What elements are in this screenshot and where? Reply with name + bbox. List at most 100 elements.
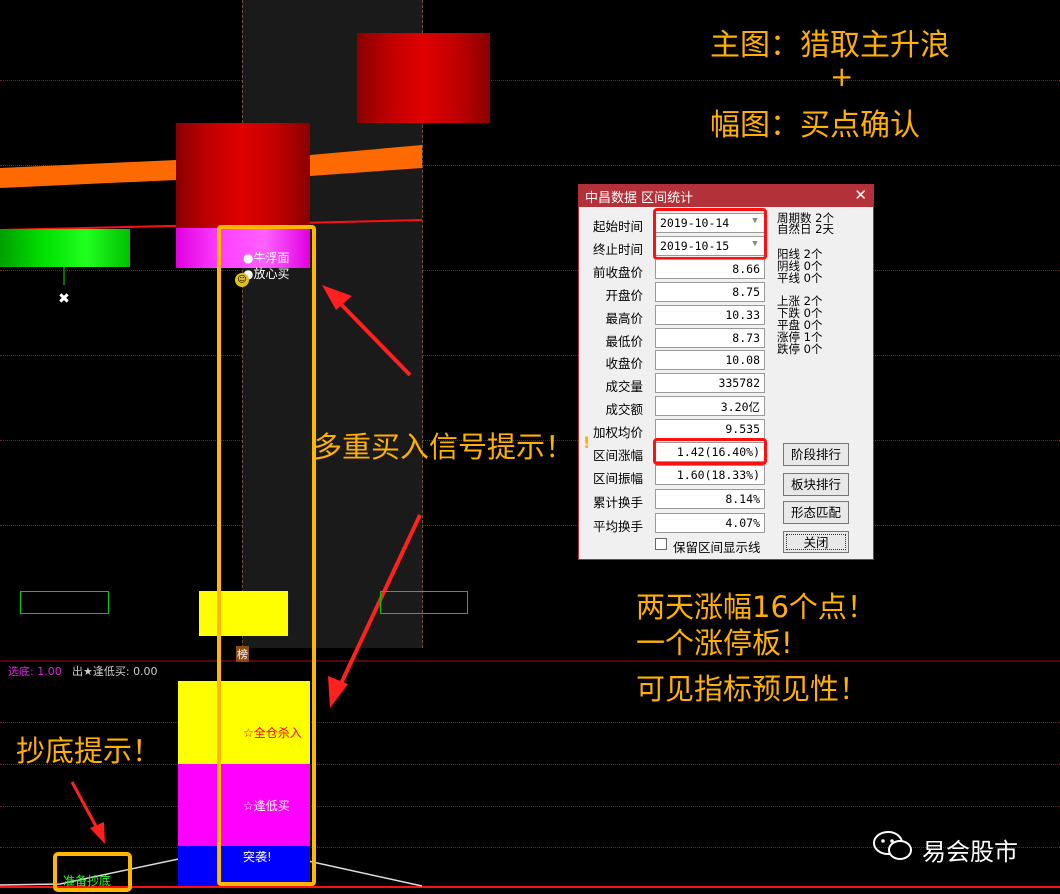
green-outline-box (380, 591, 468, 614)
grid-line (0, 440, 1060, 441)
grid-line (0, 722, 1060, 723)
stat-limit-up: 涨停 1个 (777, 330, 823, 344)
close-icon[interactable]: ✕ (854, 186, 867, 204)
end-date-select[interactable]: 2019-10-15▼ (655, 236, 765, 256)
annotation-gain-1: 两天涨幅16个点！ (636, 590, 876, 624)
start-date-select[interactable]: 2019-10-14▼ (655, 213, 765, 233)
field-value: 1.60(18.33%) (655, 465, 765, 485)
grid-line (0, 847, 1060, 848)
stat-yang: 阳线 2个 (777, 247, 823, 261)
keep-lines-label: 保留区间显示线 (673, 540, 761, 555)
stat-yin: 阴线 0个 (777, 259, 823, 273)
dialog-titlebar[interactable]: 中昌数据 区间统计✕ (579, 185, 873, 207)
field-value: 3.20亿 (655, 396, 765, 416)
stat-natural-days: 自然日 2天 (777, 222, 834, 236)
label-breakout: 突袭! (243, 850, 272, 864)
annotation-plus: + (830, 60, 854, 93)
indicator-line (0, 845, 423, 887)
grid-line (0, 355, 1060, 356)
field-value: 10.33 (655, 305, 765, 325)
magenta-bar (176, 228, 310, 268)
interval-stats-dialog: 中昌数据 区间统计✕ 起始时间 2019-10-14▼ 终止时间 2019-10-1… (578, 184, 874, 560)
signal-float-up: ●牛浮面 (243, 251, 290, 265)
indicator-xuandi: 选底: 1.00 (8, 665, 62, 678)
chevron-down-icon: ▼ (752, 216, 758, 226)
sector-rank-button[interactable]: 板块排行 (783, 473, 849, 496)
field-value: 8.75 (655, 282, 765, 302)
orange-band (310, 145, 422, 176)
annotation-multi-signal: 多重买入信号提示！ (313, 430, 575, 464)
grid-line (0, 165, 1060, 166)
highlight-box (653, 208, 767, 260)
stage-rank-button[interactable]: 阶段排行 (783, 443, 849, 466)
stat-flat: 平盘 0个 (777, 318, 823, 332)
rank-badge: 榜 (236, 646, 249, 662)
candle-up[interactable] (176, 123, 310, 228)
field-start-time: 起始时间 2019-10-14▼ (579, 213, 769, 234)
grid-line (0, 806, 1060, 807)
field-value: 8.73 (655, 328, 765, 348)
grid-line (0, 764, 1060, 765)
stat-flat-line: 平线 0个 (777, 271, 823, 285)
grid-line (0, 270, 1060, 271)
watermark: 易会股市 (922, 838, 1018, 866)
field-end-time: 终止时间 2019-10-15▼ (579, 236, 769, 257)
field-value: 4.07% (655, 513, 765, 533)
annotation-bottom-hint: 抄底提示！ (16, 734, 162, 768)
close-button[interactable]: 关闭 (783, 531, 849, 553)
annotation-main-title: 主图：猎取主升浪 (710, 28, 950, 63)
yellow-bar (199, 591, 288, 636)
label-buy-low: ☆逢低买 (243, 799, 290, 813)
grid-line (0, 525, 1060, 526)
keep-lines-checkbox[interactable] (655, 538, 667, 550)
highlight-box (53, 852, 132, 892)
field-value: 10.08 (655, 350, 765, 370)
field-label: 终止时间 (592, 242, 643, 257)
wechat-icon (872, 830, 914, 862)
pattern-match-button[interactable]: 形态匹配 (783, 501, 849, 524)
field-value: 8.14% (655, 489, 765, 509)
sub-bar-magenta (178, 764, 310, 846)
green-bar (0, 229, 130, 267)
field-value: 1.42(16.40%) (655, 442, 765, 462)
highlight-box (653, 438, 767, 465)
stat-down: 下跌 0个 (777, 306, 823, 320)
arrow-icon (70, 285, 422, 844)
field-value: 335782 (655, 373, 765, 393)
chevron-down-icon: ▼ (752, 239, 758, 249)
candle-up[interactable] (357, 33, 490, 123)
label-all-in: ☆全仓杀入 (243, 726, 302, 740)
exclamation-icon: ! (583, 433, 591, 452)
field-value: 9.535 (655, 419, 765, 439)
highlight-box (217, 225, 316, 886)
indicator-chu: 出★逢低买: 0.00 (72, 665, 158, 678)
sub-bar-yellow (178, 681, 310, 764)
smiley-icon: ☺ (235, 273, 249, 287)
annotation-gain-3: 可见指标预见性！ (636, 672, 869, 706)
annotation-sub-title: 幅图：买点确认 (710, 108, 920, 143)
field-label: 起始时间 (592, 219, 643, 234)
stat-periods: 周期数 2个 (777, 211, 834, 225)
sub-bar-blue (178, 846, 310, 886)
annotation-gain-2: 一个涨停板! (636, 626, 793, 660)
label-prepare: 准备抄底 (63, 874, 112, 888)
cross-icon: ✖ (58, 291, 70, 307)
orange-band (0, 160, 176, 188)
signal-buy-safe: ●放心买 (243, 267, 290, 281)
field-value: 8.66 (655, 259, 765, 279)
green-outline-box (20, 591, 109, 614)
stat-limit-down: 跌停 0个 (777, 342, 823, 356)
